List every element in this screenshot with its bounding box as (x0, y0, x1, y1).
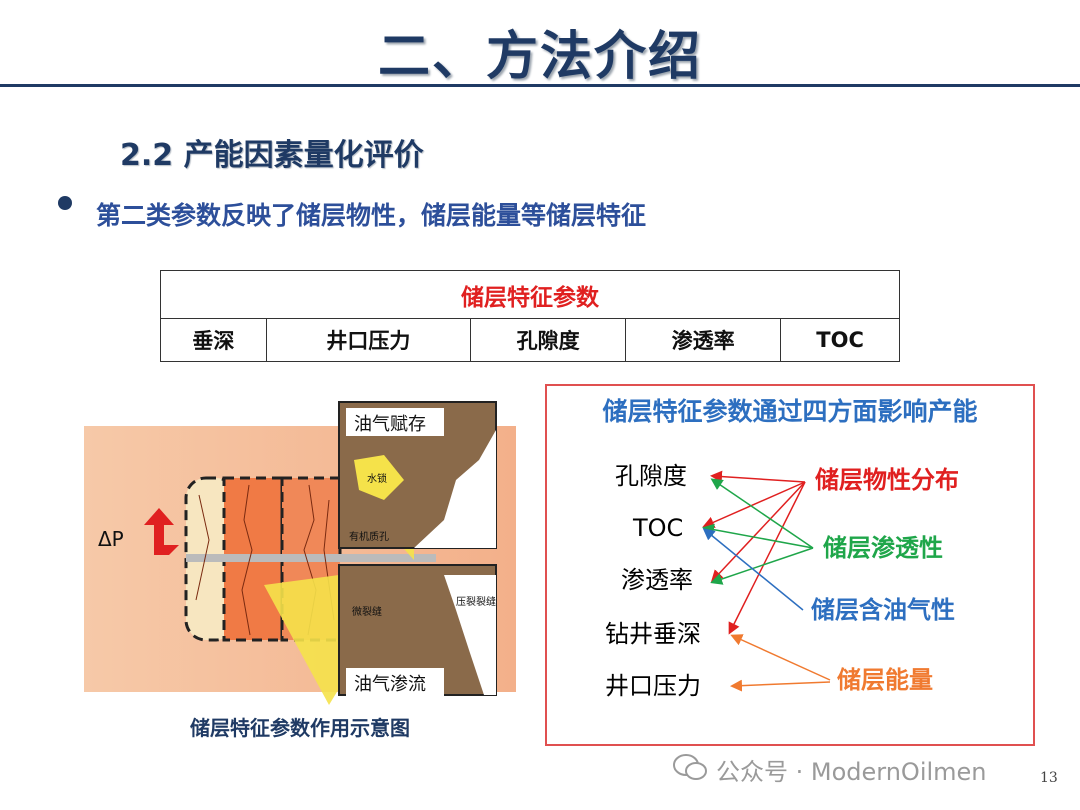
arrow-green-toc (702, 523, 814, 549)
reservoir-schematic-figure: 油气赋存 水锁 有机质孔 微裂缝 压裂裂缝 油气渗流 ΔP (84, 401, 516, 705)
arrow-green-porosity (710, 478, 814, 549)
parameter-table: 储层特征参数 垂深 井口压力 孔隙度 渗透率 TOC (160, 269, 900, 362)
bullet-icon (58, 196, 72, 210)
table-cell: TOC (780, 318, 900, 362)
page-number: 13 (1040, 770, 1058, 786)
figure-caption: 储层特征参数作用示意图 (190, 716, 410, 740)
left-item-porosity: 孔隙度 (615, 462, 687, 490)
organic-pore-label: 有机质孔 (349, 530, 389, 543)
inset-bottom-fracture (444, 575, 496, 695)
right-item-energy: 储层能量 (837, 666, 933, 694)
arrow-orange-depth (730, 634, 831, 681)
table-cell: 井口压力 (265, 318, 472, 362)
arrow-green-permeability (710, 547, 814, 585)
wechat-icon (673, 754, 707, 780)
right-item-property-distribution: 储层物性分布 (815, 466, 959, 494)
arrow-orange-pressure (730, 679, 831, 692)
arrow-red-permeability (710, 481, 806, 583)
micro-fracture-label: 微裂缝 (352, 605, 382, 618)
table-cell: 渗透率 (625, 318, 782, 362)
water-lock-label: 水锁 (367, 472, 387, 485)
panel-title: 储层特征参数通过四方面影响产能 (602, 397, 978, 426)
inset-bottom-label-box (346, 668, 444, 696)
right-item-permeability: 储层渗透性 (823, 534, 943, 562)
arrow-red-depth (728, 481, 806, 635)
left-item-wellhead-pressure: 井口压力 (605, 672, 701, 700)
bullet-text: 第二类参数反映了储层物性，储层能量等储层特征 (96, 201, 647, 230)
table-header: 储层特征参数 (160, 269, 900, 320)
arrow-red-porosity (710, 470, 806, 483)
influence-panel (545, 384, 1035, 746)
pressure-arrow-icon (144, 508, 179, 555)
slide-title: 二、方法介绍 (377, 27, 702, 87)
inset-bottom-label: 油气渗流 (354, 674, 426, 695)
inset-top-label: 油气赋存 (354, 414, 426, 435)
frac-fracture-label: 压裂裂缝 (456, 595, 496, 608)
influence-diagram: 孔隙度 TOC 渗透率 钻井垂深 井口压力 储层物性分布 储层渗透性 储层含油气… (605, 462, 959, 700)
inset-top-oil-patch (354, 455, 404, 500)
left-item-vertical-depth: 钻井垂深 (605, 620, 701, 648)
section-subtitle: 2.2 产能因素量化评价 (120, 138, 424, 173)
arrow-red-toc (702, 481, 806, 528)
delta-p-label: ΔP (98, 527, 124, 551)
inset-top-label-box (346, 408, 444, 436)
right-item-hydrocarbon: 储层含油气性 (811, 596, 955, 624)
arrow-blue-toc (702, 528, 804, 611)
watermark-text: 公众号 · ModernOilmen (716, 758, 987, 786)
title-divider (0, 84, 1080, 87)
left-item-permeability: 渗透率 (621, 566, 693, 594)
wellbore (186, 554, 436, 562)
table-cell: 孔隙度 (470, 318, 627, 362)
inset-top-fracture (414, 430, 496, 548)
table-cell: 垂深 (160, 318, 267, 362)
left-item-toc: TOC (632, 514, 683, 542)
